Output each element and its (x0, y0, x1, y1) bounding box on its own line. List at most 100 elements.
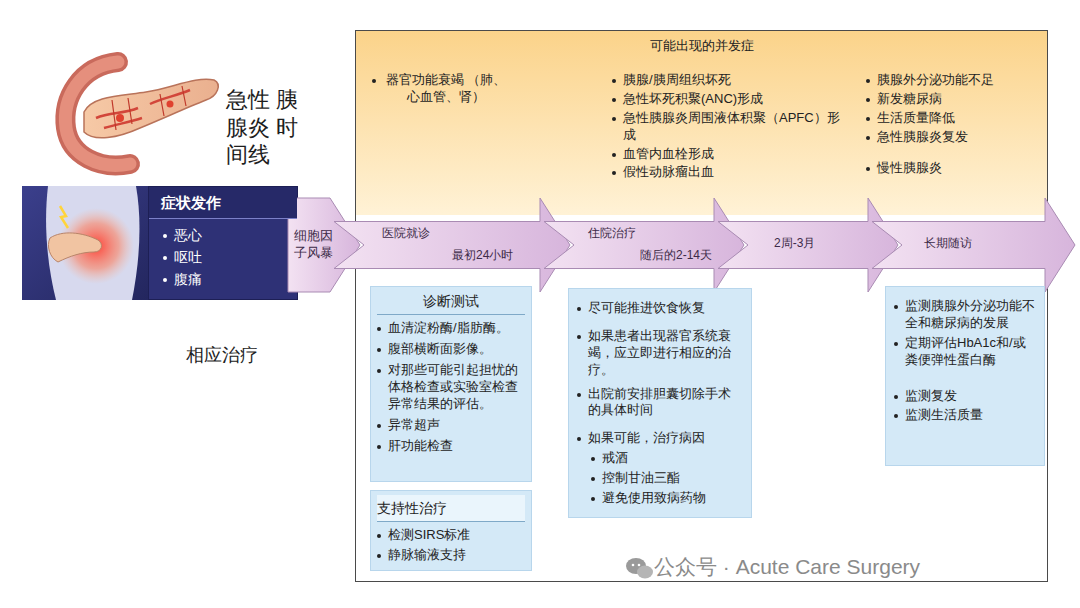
bullet-dot (163, 234, 167, 238)
bullet-dot (377, 369, 381, 373)
treatment-list: 尽可能推进饮食恢复如果患者出现器官系统衰竭，应立即进行相应的治疗。出院前安排胆囊… (568, 288, 752, 518)
list-item: 恶心 (174, 226, 287, 244)
list-item: 呕吐 (174, 248, 287, 266)
text-row: 腹部横断面影像。 (377, 341, 525, 358)
bullet-dot (163, 256, 167, 260)
text-row: 诊断测试 (377, 287, 525, 315)
complication-list: 器官功能衰竭 （肺、心血管、肾） (372, 70, 562, 106)
list-item: 胰腺/胰周组织坏死 (623, 72, 848, 89)
chevron-label: 最初24小时 (452, 248, 513, 264)
text-row: 慢性胰腺炎 (866, 160, 1044, 177)
timeline-frame (356, 31, 1048, 582)
inflamed-spot (116, 114, 124, 122)
complication-list: 胰腺外分泌功能不足新发糖尿病生活质量降低急性胰腺炎复发慢性胰腺炎 (866, 70, 1044, 176)
pancreas-illustration (65, 62, 218, 165)
illustration-ground (22, 186, 148, 300)
diagnostic-box: 诊断测试血清淀粉酶/脂肪酶。腹部横断面影像。对那些可能引起担忧的体格检查或实验室… (370, 286, 532, 482)
section-label: 相应治疗 (186, 343, 258, 367)
section-heading: 诊断测试 (377, 292, 525, 310)
chevron-label: 2周-3月 (774, 236, 815, 252)
list-item: 异常超声 (388, 417, 525, 434)
bullet-dot (612, 117, 616, 121)
bullet-dot (377, 554, 381, 558)
chevron-label: 住院治疗 (588, 226, 636, 242)
text-row: 急性胰腺炎周围液体积聚（APFC）形成 (612, 110, 848, 144)
text-row: 假性动脉瘤出血 (612, 164, 848, 181)
list-item: 慢性胰腺炎 (877, 160, 1044, 177)
text-row: 监测复发 (894, 388, 1036, 405)
chevron-label: 医院就诊 (382, 226, 430, 242)
list-item: 急性胰腺炎周围液体积聚（APFC）形成 (623, 110, 848, 144)
list-item: 新发糖尿病 (877, 91, 1044, 108)
text-row: 细胞因子风暴 (294, 228, 336, 262)
list-item: 戒酒 (602, 450, 743, 467)
text-row: 戒酒 (577, 450, 743, 467)
chevron-shape (544, 198, 744, 292)
list-item: 对那些可能引起担忧的体格检查或实验室检查异常结果的评估。 (388, 362, 525, 413)
list-item: 控制甘油三酯 (602, 470, 743, 487)
bullet-dot (866, 98, 870, 102)
list-item: 检测SIRS标准 (388, 527, 525, 544)
text-row: 2周-3月 (774, 236, 815, 252)
complications-panel: 器官功能衰竭 （肺、心血管、肾） 胰腺/胰周组织坏死急性坏死积聚(ANC)形成急性… (356, 31, 1047, 215)
section-heading: 支持性治疗 (377, 499, 525, 517)
list-item: 腹痛 (174, 270, 287, 288)
list-item: 急性胰腺炎复发 (877, 129, 1044, 146)
bullet-dot (612, 79, 616, 83)
chevron-outline (872, 198, 1075, 292)
text-row: 腹痛 (149, 269, 297, 289)
chevron-outline (544, 198, 744, 292)
text-row: 血管内血栓形成 (612, 146, 848, 163)
list-item: 腹部横断面影像。 (388, 341, 525, 358)
text-row: 急性坏死积聚(ANC)形成 (612, 91, 848, 108)
list-item: 静脉输液支持 (388, 547, 525, 564)
list-item: 尽可能推进饮食恢复 (588, 300, 743, 317)
bullet-dot (894, 414, 898, 418)
bullet-dot (163, 278, 167, 282)
pain-spark (60, 206, 68, 228)
text-row: 可能出现的并发症 (356, 31, 1047, 55)
text-row: 控制甘油三酯 (577, 470, 743, 487)
bullet-dot (894, 395, 898, 399)
bullet-dot (577, 335, 581, 339)
text-row: 出院前安排胆囊切除手术的具体时间 (577, 386, 743, 420)
chevron-outline (288, 198, 360, 292)
text-row: 急性胰腺炎复发 (866, 129, 1044, 146)
text-row: 最初24小时 (452, 248, 513, 264)
text-row: 肝功能检查 (377, 438, 525, 455)
list-item: 肝功能检查 (388, 438, 525, 455)
bullet-dot (866, 167, 870, 171)
bullet-dot (894, 342, 898, 346)
text-row: 监测生活质量 (894, 407, 1036, 424)
list-item: 如果患者出现器官系统衰竭，应立即进行相应的治疗。 (588, 328, 743, 379)
text-row: 支持性治疗 (377, 495, 525, 522)
text-row: 如果患者出现器官系统衰竭，应立即进行相应的治疗。 (577, 328, 743, 379)
text-row: 尽可能推进饮食恢复 (577, 300, 743, 317)
bullet-dot (377, 534, 381, 538)
text-row: 长期随访 (924, 236, 972, 252)
text-row: 定期评估HbA1c和/或粪便弹性蛋白酶 (894, 335, 1036, 369)
support-box: 支持性治疗检测SIRS标准静脉输液支持 (370, 490, 532, 571)
list-item: 急性坏死积聚(ANC)形成 (623, 91, 848, 108)
patient-illustration (22, 186, 148, 300)
bullet-dot (591, 457, 595, 461)
bullet-dot (577, 437, 581, 441)
chevron-outline (334, 198, 570, 292)
cytokine-chevron: 细胞因子风暴 (288, 198, 360, 292)
follow-up-list: 监测胰腺外分泌功能不全和糖尿病的发展定期评估HbA1c和/或粪便弹性蛋白酶监测复… (885, 286, 1045, 466)
chevron-label: 长期随访 (924, 236, 972, 252)
bullet-dot (591, 477, 595, 481)
hand (48, 233, 101, 262)
timeline-chevron: 医院就诊最初24小时 (334, 198, 570, 292)
text-row: 生活质量降低 (866, 110, 1044, 127)
timeline-chevron: 住院治疗随后的2-14天 (544, 198, 744, 292)
bullet-dot (866, 136, 870, 140)
section-heading: 症状发作 (161, 193, 287, 213)
inflamed-spot (167, 101, 174, 108)
bullet-dot (377, 424, 381, 428)
text-row: 胰腺/胰周组织坏死 (612, 72, 848, 89)
bullet-dot (894, 305, 898, 309)
text-row: 静脉输液支持 (377, 547, 525, 564)
bullet-dot (377, 348, 381, 352)
bullet-dot (377, 445, 381, 449)
